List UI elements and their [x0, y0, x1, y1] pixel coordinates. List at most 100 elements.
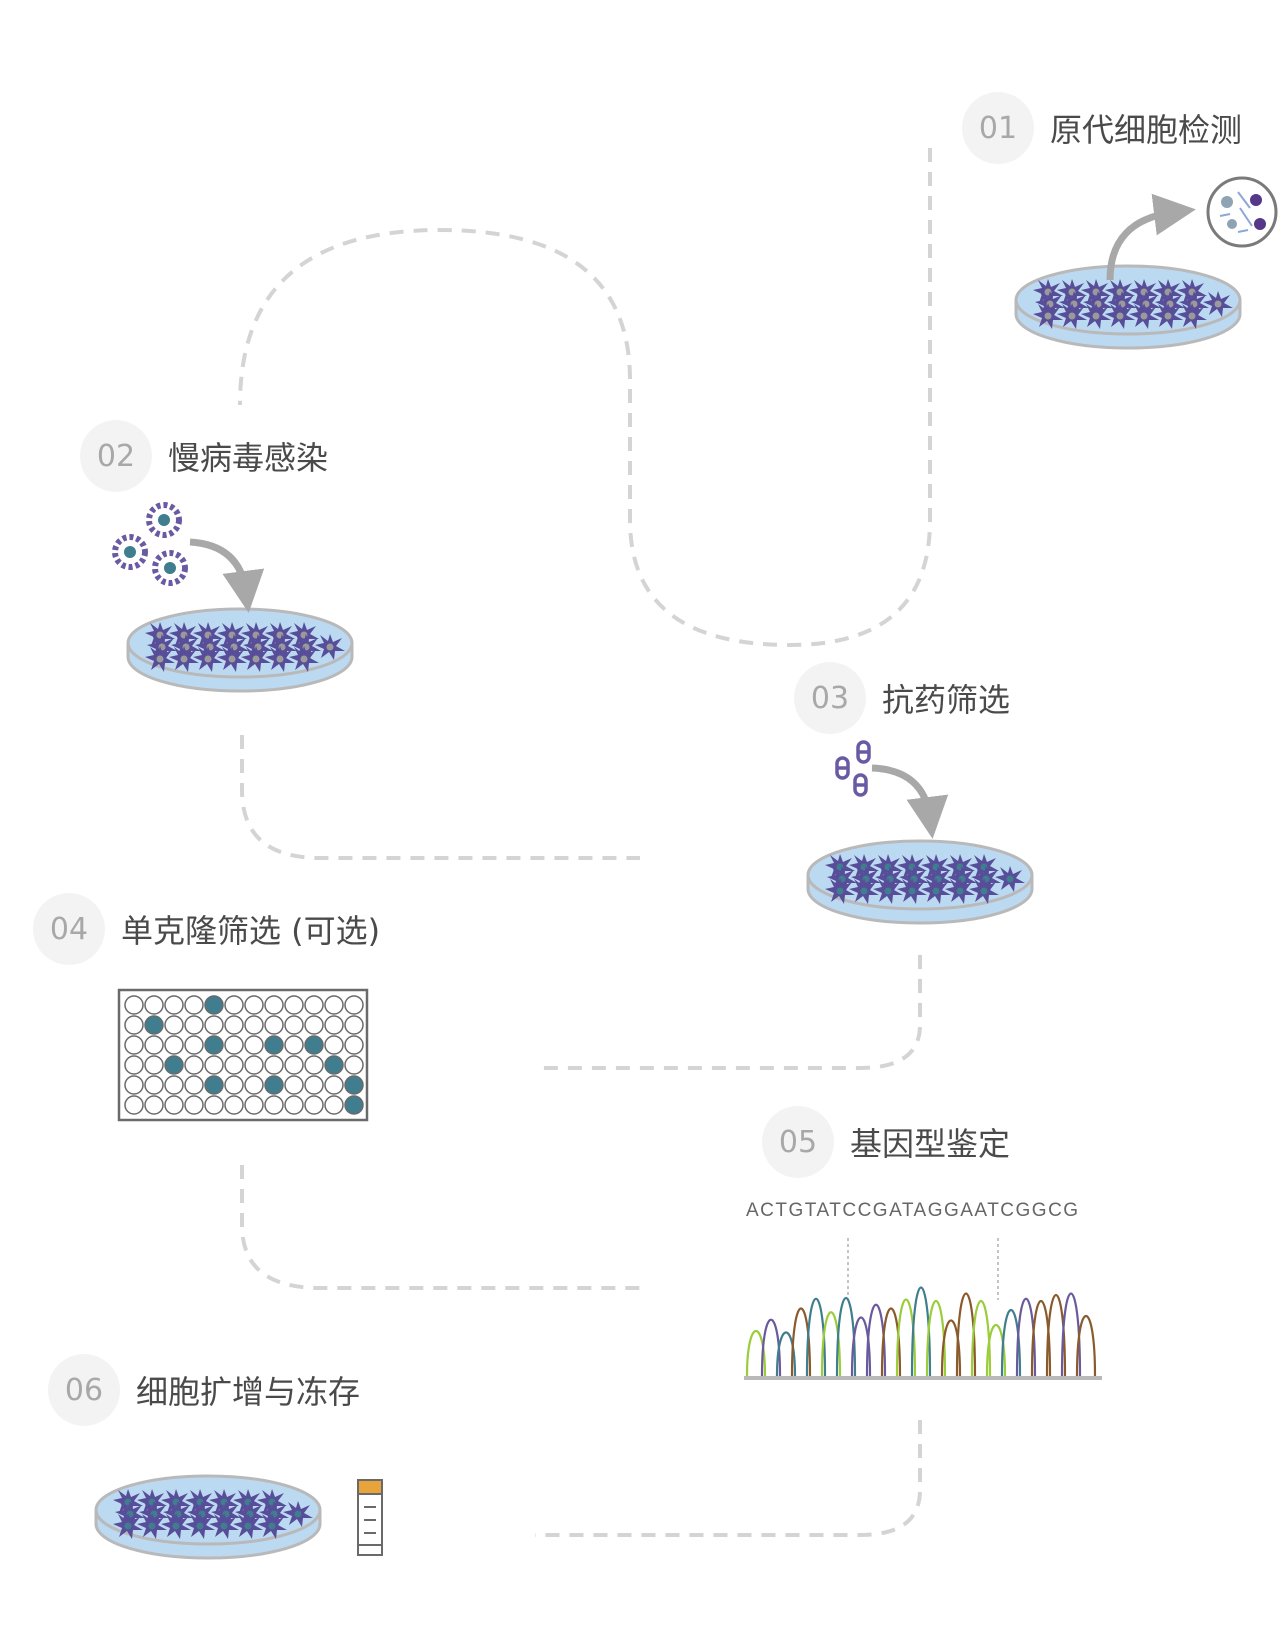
chromatogram-peak [910, 1286, 932, 1377]
plate-well [144, 995, 164, 1015]
step-6: 06 细胞扩增与冻存 [48, 1354, 360, 1426]
dna-sequence-text: ACTGTATCCGATAGGAATCGGCG [746, 1200, 1080, 1221]
plate-well [144, 1055, 164, 1075]
plate-well [204, 1015, 224, 1035]
plate-well [164, 1075, 184, 1095]
cell-layer [825, 854, 1025, 904]
plate-well [264, 1035, 284, 1055]
plate-well [144, 1035, 164, 1055]
plate-well [204, 1055, 224, 1075]
plate-well [124, 1035, 144, 1055]
curved-arrow-icon [1106, 193, 1196, 281]
step-title: 单克隆筛选 (可选) [121, 912, 381, 950]
plate-well [224, 1055, 244, 1075]
plate-well [344, 1015, 364, 1035]
step-number: 04 [33, 893, 105, 965]
plate-well [344, 1035, 364, 1055]
plate-well [164, 1055, 184, 1075]
plate-well [324, 995, 344, 1015]
plate-well [224, 1015, 244, 1035]
plate-well [324, 1095, 344, 1115]
magnified-sample-icon [1206, 176, 1278, 248]
petri-dish-step-2 [126, 607, 354, 693]
chromatogram-peak [880, 1307, 902, 1377]
step-3: 03 抗药筛选 [794, 662, 1010, 734]
plate-well [164, 1035, 184, 1055]
plate-well [284, 1015, 304, 1035]
step-number: 05 [762, 1106, 834, 1178]
chromatogram-peak [820, 1311, 842, 1377]
plate-well [244, 1075, 264, 1095]
step-5: 05 基因型鉴定 [762, 1106, 1010, 1178]
cryovial-icon [357, 1479, 383, 1556]
plate-well [184, 1075, 204, 1095]
plate-well [204, 995, 224, 1015]
chromatogram-peak [805, 1297, 827, 1377]
plate-well [224, 1095, 244, 1115]
plate-well [164, 1095, 184, 1115]
plate-well [184, 1055, 204, 1075]
plate-well [264, 1075, 284, 1095]
plate-well [304, 1055, 324, 1075]
96-well-plate [117, 988, 369, 1122]
step-title: 慢病毒感染 [168, 439, 329, 477]
plate-well [244, 1015, 264, 1035]
plate-well [164, 995, 184, 1015]
chromatogram-peak [760, 1318, 782, 1377]
plate-well [304, 995, 324, 1015]
plate-well [264, 995, 284, 1015]
plate-well [324, 1055, 344, 1075]
plate-well [344, 1075, 364, 1095]
lentivirus-particles [112, 502, 188, 586]
curved-arrow-icon [871, 764, 949, 839]
plate-well [124, 1055, 144, 1075]
chromatogram-peak [955, 1292, 977, 1377]
plate-well [344, 1095, 364, 1115]
chromatogram-peak [940, 1319, 962, 1377]
petri-dish-step-3 [806, 839, 1034, 925]
step-number: 01 [962, 92, 1034, 164]
chromatogram-peak [865, 1303, 887, 1377]
cell-layer [1033, 279, 1233, 329]
plate-well [144, 1095, 164, 1115]
plate-well [184, 1015, 204, 1035]
chromatogram-peak [1075, 1314, 1097, 1377]
step-4: 04 单克隆筛选 (可选) [33, 893, 380, 965]
step-2: 02 慢病毒感染 [80, 420, 328, 492]
plate-well [304, 1015, 324, 1035]
chromatogram-peak [790, 1307, 812, 1377]
plate-well [264, 1095, 284, 1115]
plate-well [244, 1035, 264, 1055]
plate-well [224, 995, 244, 1015]
step-1: 01 原代细胞检测 [962, 92, 1242, 164]
chromatogram-peak [1030, 1300, 1052, 1377]
connecting-path [238, 148, 932, 1537]
chromatogram-peak [1000, 1308, 1022, 1377]
chromatogram-peak [850, 1316, 872, 1377]
plate-well [284, 995, 304, 1015]
plate-well [284, 1055, 304, 1075]
cell-layer [145, 622, 345, 672]
plate-well [184, 995, 204, 1015]
step-title: 基因型鉴定 [850, 1125, 1011, 1163]
step-number: 06 [48, 1354, 120, 1426]
chromatogram-peak [1045, 1293, 1067, 1377]
plate-well [324, 1035, 344, 1055]
drug-capsules-icon [835, 740, 871, 797]
petri-dish-step-1 [1014, 264, 1242, 350]
step-number: 03 [794, 662, 866, 734]
plate-well [144, 1075, 164, 1095]
chromatogram-peak [895, 1298, 917, 1377]
plate-well [344, 995, 364, 1015]
plate-well [324, 1075, 344, 1095]
step-number: 02 [80, 420, 152, 492]
plate-well [124, 995, 144, 1015]
plate-well [224, 1075, 244, 1095]
plate-well [264, 1055, 284, 1075]
curved-arrow-icon [189, 538, 265, 613]
plate-well [304, 1035, 324, 1055]
cell-layer [113, 1489, 313, 1539]
plate-well [224, 1035, 244, 1055]
plate-well [284, 1095, 304, 1115]
